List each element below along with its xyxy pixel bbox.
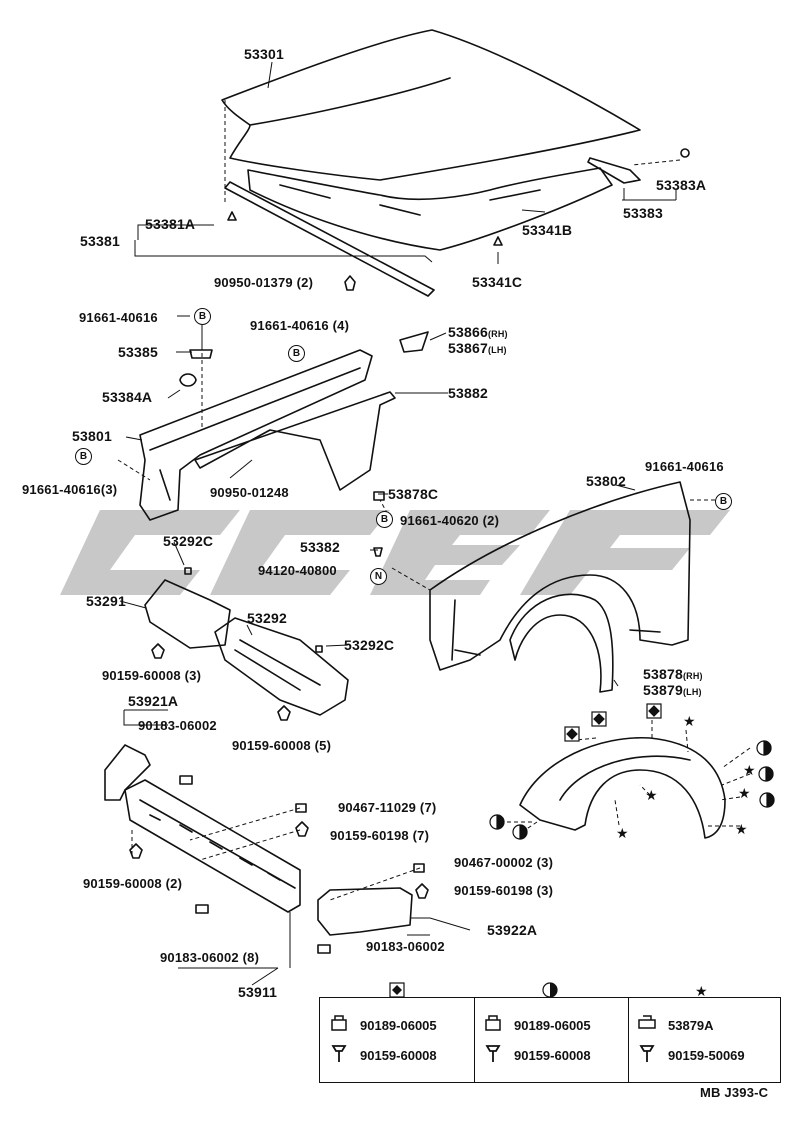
label-bumper-extension: 53922A — [487, 922, 538, 938]
b-marker-icon: B — [715, 493, 732, 510]
label-hood-inner-clip: 53341C — [472, 274, 523, 290]
legend-part-2: 90159-60008 — [360, 1048, 437, 1063]
diagram-code: MB J393-C — [700, 1085, 769, 1100]
legend-part-2: 90159-50069 — [668, 1048, 745, 1063]
label-hood-stay: 53383 — [623, 205, 663, 221]
svg-text:★: ★ — [743, 763, 756, 779]
label-bracket-lh: 53867(LH) — [448, 340, 507, 356]
label-nut-06002-a: 90183-06002 — [138, 718, 217, 733]
svg-text:★: ★ — [616, 826, 629, 842]
label-screw-60008-a: 90159-60008 (3) — [102, 668, 202, 683]
grille-bracket — [104, 744, 151, 801]
label-undercover-clip-b: 53292C — [344, 637, 395, 653]
flange-nut-icon — [485, 1015, 501, 1031]
flange-nut-icon — [331, 1015, 347, 1031]
label-bolt-40616-b: 91661-40616 (4) — [250, 318, 350, 333]
legend-header-symbols: ★ — [389, 982, 708, 1000]
hood-inner-panel — [247, 167, 613, 251]
front-fender — [429, 481, 691, 671]
fastener-legend-table: 90189-06005 90159-60008 90189-06005 9015… — [319, 997, 781, 1083]
n-marker-icon: N — [370, 568, 387, 585]
label-undercover-center: 53292 — [247, 610, 287, 626]
watermark-logo — [60, 510, 730, 595]
label-apron-clip-53385: 53385 — [118, 344, 158, 360]
label-apron-clip-53384a: 53384A — [102, 389, 153, 405]
screw-icon — [639, 1045, 655, 1062]
label-undercover-left: 53291 — [86, 593, 126, 609]
undercover-center — [214, 617, 349, 716]
label-liner-clip: 53878C — [388, 486, 439, 502]
label-front-fender: 53802 — [586, 473, 626, 489]
legend-part-1: 90189-06005 — [360, 1018, 437, 1033]
radiator-support-panel — [124, 779, 301, 913]
label-radiator-support: 53911 — [238, 984, 278, 1000]
label-fender-apron: 53801 — [72, 428, 112, 444]
label-hood-seal: 53381 — [80, 233, 120, 249]
label-bolt-40616-c: 91661-40616(3) — [22, 482, 118, 497]
label-bracket-rh: 53866(RH) — [448, 324, 508, 340]
hood-stay — [587, 157, 641, 184]
bumper-extension — [317, 887, 413, 936]
label-nut-11029: 90467-11029 (7) — [338, 800, 437, 815]
label-screw-60198-a: 90159-60198 (7) — [330, 828, 430, 843]
b-marker-icon: B — [288, 345, 305, 362]
label-nut-53382: 53382 — [300, 539, 340, 555]
label-hood-stay-clip: 53383A — [656, 177, 707, 193]
label-screw-60008-c: 90159-60008 (2) — [83, 876, 183, 891]
hood-seal — [224, 181, 435, 297]
apron-brace — [194, 391, 396, 491]
label-screw-60198-b: 90159-60198 (3) — [454, 883, 554, 898]
screw-icon — [485, 1045, 501, 1062]
clip-icon — [638, 1015, 656, 1029]
label-nut-06002-b: 90183-06002 — [366, 939, 445, 954]
label-apron-brace: 53882 — [448, 385, 488, 401]
label-screw-01379: 90950-01379 (2) — [214, 275, 314, 290]
legend-part-1: 90189-06005 — [514, 1018, 591, 1033]
label-bolt-40616-a: 91661-40616 — [79, 310, 158, 325]
screw-icon — [331, 1045, 347, 1062]
label-screw-01248: 90950-01248 — [210, 485, 289, 500]
b-marker-icon: B — [194, 308, 211, 325]
fender-liner-detail — [519, 737, 726, 839]
hood-panel — [221, 29, 641, 181]
legend-column-star: 53879A 90159-50069 — [628, 998, 780, 1082]
label-liner-rh: 53878(RH) — [643, 666, 703, 682]
legend-column-half-circle: 90189-06005 90159-60008 — [474, 998, 629, 1082]
label-grille-bracket: 53921A — [128, 693, 179, 709]
label-hood-inner: 53341B — [522, 222, 573, 238]
label-nut-00002: 90467-00002 (3) — [454, 855, 554, 870]
svg-text:★: ★ — [738, 786, 751, 802]
label-hood: 53301 — [244, 46, 284, 62]
legend-part-2: 90159-60008 — [514, 1048, 591, 1063]
b-marker-icon: B — [376, 511, 393, 528]
label-liner-lh: 53879(LH) — [643, 682, 702, 698]
label-nut-40800: 94120-40800 — [258, 563, 337, 578]
star-icon: ★ — [695, 984, 708, 1000]
label-hood-seal-clip: 53381A — [145, 216, 196, 232]
svg-text:★: ★ — [645, 788, 658, 804]
b-marker-icon: B — [75, 448, 92, 465]
svg-text:★: ★ — [683, 714, 696, 730]
undercover-left — [144, 579, 231, 649]
fender-apron — [139, 349, 373, 521]
label-bolt-40620: 91661-40620 (2) — [400, 513, 500, 528]
label-screw-60008-b: 90159-60008 (5) — [232, 738, 332, 753]
label-undercover-clip-a: 53292C — [163, 533, 214, 549]
fender-liner — [509, 593, 614, 693]
label-bolt-40616-d: 91661-40616 — [645, 459, 724, 474]
label-nut-06002-c: 90183-06002 (8) — [160, 950, 260, 965]
legend-part-1: 53879A — [668, 1018, 714, 1033]
legend-column-diamond: 90189-06005 90159-60008 — [320, 998, 475, 1082]
svg-text:★: ★ — [735, 822, 748, 838]
